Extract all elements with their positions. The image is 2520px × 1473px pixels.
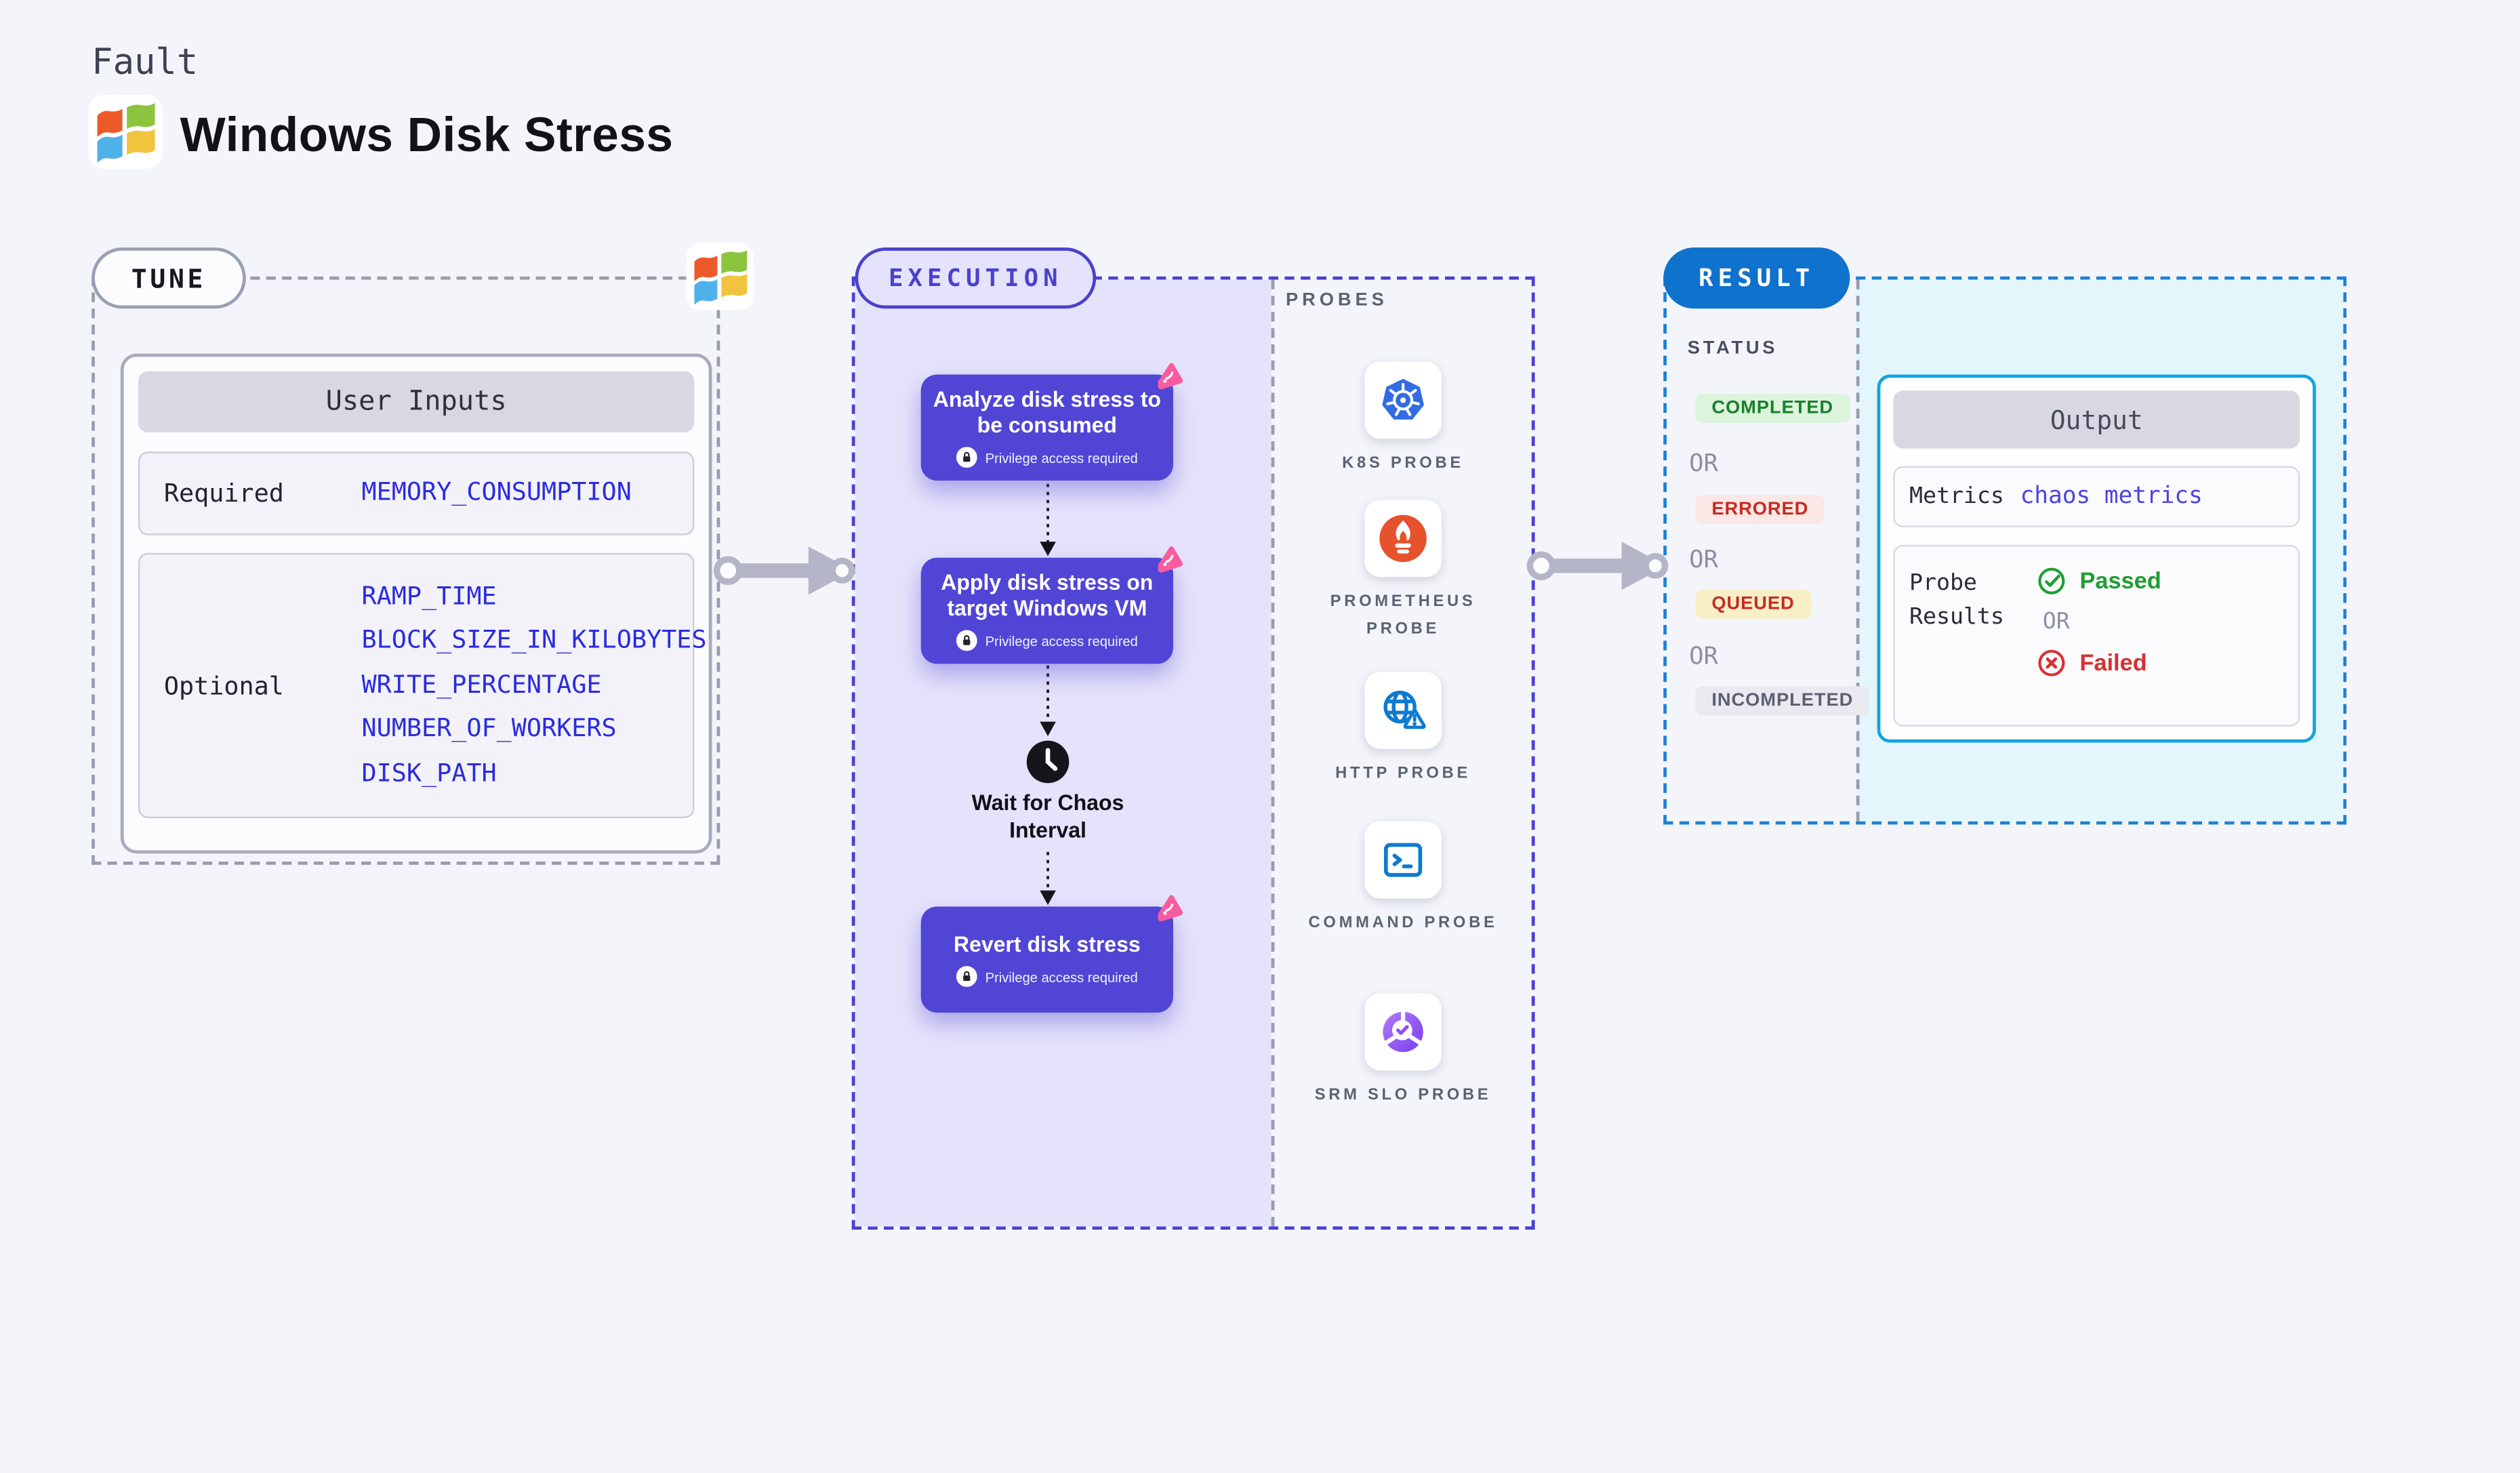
privilege-badge: Privilege access required bbox=[956, 447, 1138, 469]
check-circle-icon bbox=[2038, 567, 2065, 594]
optional-params: RAMP_TIME BLOCK_SIZE_IN_KILOBYTES WRITE_… bbox=[362, 575, 707, 796]
privilege-badge-label: Privilege access required bbox=[985, 633, 1138, 649]
status-badge-errored: ERRORED bbox=[1695, 495, 1825, 525]
status-badge-queued: QUEUED bbox=[1695, 590, 1811, 619]
result-status-divider bbox=[1856, 279, 1860, 822]
flow-connector bbox=[1040, 483, 1056, 557]
metrics-label: Metrics bbox=[1909, 483, 2004, 509]
k8s-probe-label: K8S PROBE bbox=[1342, 455, 1464, 473]
optional-label: Optional bbox=[163, 670, 284, 700]
prometheus-probe-label: PROMETHEUS PROBE bbox=[1330, 592, 1476, 638]
fault-brand: Windows Disk Stress bbox=[88, 94, 674, 177]
probes-title: PROBES bbox=[1285, 291, 1388, 310]
required-params: MEMORY_CONSUMPTION bbox=[362, 471, 632, 515]
or-separator: OR bbox=[2042, 609, 2070, 635]
lock-icon bbox=[956, 630, 977, 652]
step-analyze-disk-stress: Analyze disk stress to be consumed Privi… bbox=[920, 363, 1183, 481]
http-probe-card bbox=[1364, 672, 1442, 749]
k8s-probe-card bbox=[1364, 361, 1442, 439]
privilege-badge: Privilege access required bbox=[956, 630, 1138, 652]
privilege-badge-label: Privilege access required bbox=[985, 449, 1138, 466]
srm-slo-probe-card bbox=[1364, 993, 1442, 1071]
chaos-icon bbox=[1152, 892, 1186, 926]
execution-to-result-arrow bbox=[1526, 542, 1669, 590]
status-badge-completed: COMPLETED bbox=[1695, 393, 1850, 423]
page-title: Windows Disk Stress bbox=[180, 108, 674, 162]
param-number-of-workers: NUMBER_OF_WORKERS bbox=[361, 714, 617, 744]
flow-connector bbox=[1040, 665, 1056, 737]
metrics-row: Metrics chaos metrics bbox=[1893, 466, 2300, 527]
user-inputs-title: User Inputs bbox=[138, 371, 695, 432]
probe-results-label: Probe Results bbox=[1909, 570, 2004, 630]
required-inputs-row: Required MEMORY_CONSUMPTION bbox=[138, 451, 695, 536]
required-label: Required bbox=[163, 479, 284, 508]
output-card: Output Metrics chaos metrics Probe Resul… bbox=[1877, 374, 2316, 743]
execution-probes-divider bbox=[1271, 279, 1275, 1227]
step-title: Revert disk stress bbox=[953, 931, 1141, 956]
status-badge-incompleted: INCOMPLETED bbox=[1695, 686, 1869, 716]
chaos-icon bbox=[1152, 360, 1186, 394]
privilege-badge: Privilege access required bbox=[956, 966, 1138, 988]
step-title: Analyze disk stress to be consumed bbox=[933, 386, 1161, 437]
status-title: STATUS bbox=[1687, 339, 1779, 359]
probe-results-values: Passed OR Failed bbox=[2036, 546, 2161, 725]
lock-icon bbox=[956, 966, 977, 988]
flow-connector bbox=[1040, 851, 1056, 905]
tune-to-execution-arrow bbox=[713, 546, 855, 595]
wait-for-chaos-interval-label: Wait for Chaos Interval bbox=[971, 790, 1124, 843]
param-write-percentage: WRITE_PERCENTAGE bbox=[361, 670, 602, 699]
tune-section-label: TUNE bbox=[92, 247, 246, 309]
param-ramp-time: RAMP_TIME bbox=[361, 581, 497, 611]
result-section-label: RESULT bbox=[1663, 247, 1850, 309]
failed-line: Failed bbox=[2036, 648, 2161, 679]
prometheus-probe-card bbox=[1364, 500, 1442, 578]
terminal-icon bbox=[1383, 843, 1423, 877]
failed-label: Failed bbox=[2079, 650, 2147, 677]
step-revert-disk-stress: Revert disk stress Privilege access requ… bbox=[920, 895, 1183, 1013]
privilege-badge-label: Privilege access required bbox=[985, 969, 1138, 985]
probe-results-row: Probe Results Passed OR Failed bbox=[1893, 544, 2300, 727]
param-disk-path: DISK_PATH bbox=[361, 758, 497, 788]
user-inputs-card: User Inputs Required MEMORY_CONSUMPTION … bbox=[120, 353, 712, 854]
passed-line: Passed bbox=[2036, 566, 2161, 597]
slo-check-icon bbox=[1383, 1010, 1423, 1053]
fault-kicker: Fault bbox=[92, 43, 199, 84]
http-probe-label: HTTP PROBE bbox=[1335, 765, 1471, 783]
output-title: Output bbox=[1893, 390, 2300, 449]
lock-icon bbox=[956, 447, 977, 469]
or-separator: OR bbox=[1689, 544, 1718, 574]
command-probe-card bbox=[1364, 821, 1442, 899]
param-block-size: BLOCK_SIZE_IN_KILOBYTES bbox=[361, 625, 707, 655]
kubernetes-icon bbox=[1382, 378, 1424, 420]
chaos-icon bbox=[1152, 543, 1186, 577]
step-title: Apply disk stress on target Windows VM bbox=[941, 569, 1154, 621]
step-apply-disk-stress: Apply disk stress on target Windows VM P… bbox=[920, 546, 1183, 664]
or-separator: OR bbox=[1689, 448, 1718, 478]
globe-warning-icon bbox=[1383, 690, 1426, 729]
metrics-value: chaos metrics bbox=[2020, 483, 2203, 510]
srm-slo-probe-label: SRM SLO PROBE bbox=[1314, 1086, 1492, 1105]
passed-label: Passed bbox=[2079, 568, 2161, 594]
prometheus-icon bbox=[1379, 514, 1427, 563]
execution-section-label: EXECUTION bbox=[855, 247, 1097, 309]
x-circle-icon bbox=[2038, 649, 2065, 677]
clock-icon bbox=[1025, 740, 1070, 792]
command-probe-label: COMMAND PROBE bbox=[1308, 914, 1498, 933]
param-memory-consumption: MEMORY_CONSUMPTION bbox=[361, 477, 632, 507]
or-separator: OR bbox=[1689, 641, 1718, 670]
optional-inputs-row: Optional RAMP_TIME BLOCK_SIZE_IN_KILOBYT… bbox=[138, 552, 706, 818]
windows-logo-icon bbox=[88, 94, 163, 177]
windows-logo-icon-small bbox=[686, 243, 754, 310]
